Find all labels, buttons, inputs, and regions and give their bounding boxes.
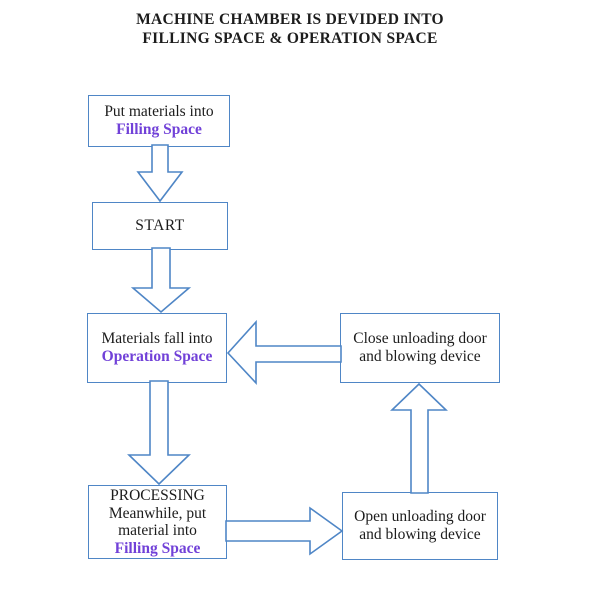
flow-box-put-materials: Put materials into Filling Space — [88, 95, 230, 147]
flow-box-start: START — [92, 202, 228, 250]
materials-box-text: Materials fall into — [101, 330, 213, 347]
diagram-title-line1: MACHINE CHAMBER IS DEVIDED INTO — [136, 11, 444, 28]
close-box-text-line2: and blowing device — [359, 348, 481, 365]
close-box-text-line1: Close unloading door — [353, 330, 487, 347]
flow-box-close-unloading-door: Close unloading door and blowing device — [340, 313, 500, 383]
put-box-text: Put materials into — [104, 103, 214, 120]
processing-box-text-line3: material into — [118, 522, 197, 539]
materials-box-highlight-operation-space: Operation Space — [101, 348, 213, 365]
arrow-open-to-close-icon — [390, 382, 448, 494]
processing-box-text-line2: Meanwhile, put — [108, 504, 207, 522]
arrow-start-to-materials-icon — [130, 247, 192, 314]
arrow-close-to-materials-icon — [226, 319, 342, 386]
open-box-text-line1: Open unloading door — [354, 508, 486, 525]
start-box-label: START — [135, 217, 185, 234]
arrow-put-to-start-icon — [136, 144, 184, 203]
processing-box-text-line1: PROCESSING — [110, 487, 205, 504]
flow-box-processing: PROCESSING Meanwhile, put material into … — [88, 485, 227, 559]
flow-box-materials-fall: Materials fall into Operation Space — [87, 313, 227, 383]
put-box-highlight-filling-space: Filling Space — [116, 121, 202, 138]
diagram-title-line2: FILLING SPACE & OPERATION SPACE — [142, 30, 438, 47]
open-box-text-line2: and blowing device — [359, 526, 481, 543]
processing-box-highlight-filling-space: Filling Space — [114, 539, 201, 557]
flow-box-open-unloading-door: Open unloading door and blowing device — [342, 492, 498, 560]
diagram-title: MACHINE CHAMBER IS DEVIDED INTO FILLING … — [75, 10, 505, 48]
arrow-materials-to-processing-icon — [127, 380, 191, 486]
arrow-processing-to-open-icon — [225, 506, 344, 556]
